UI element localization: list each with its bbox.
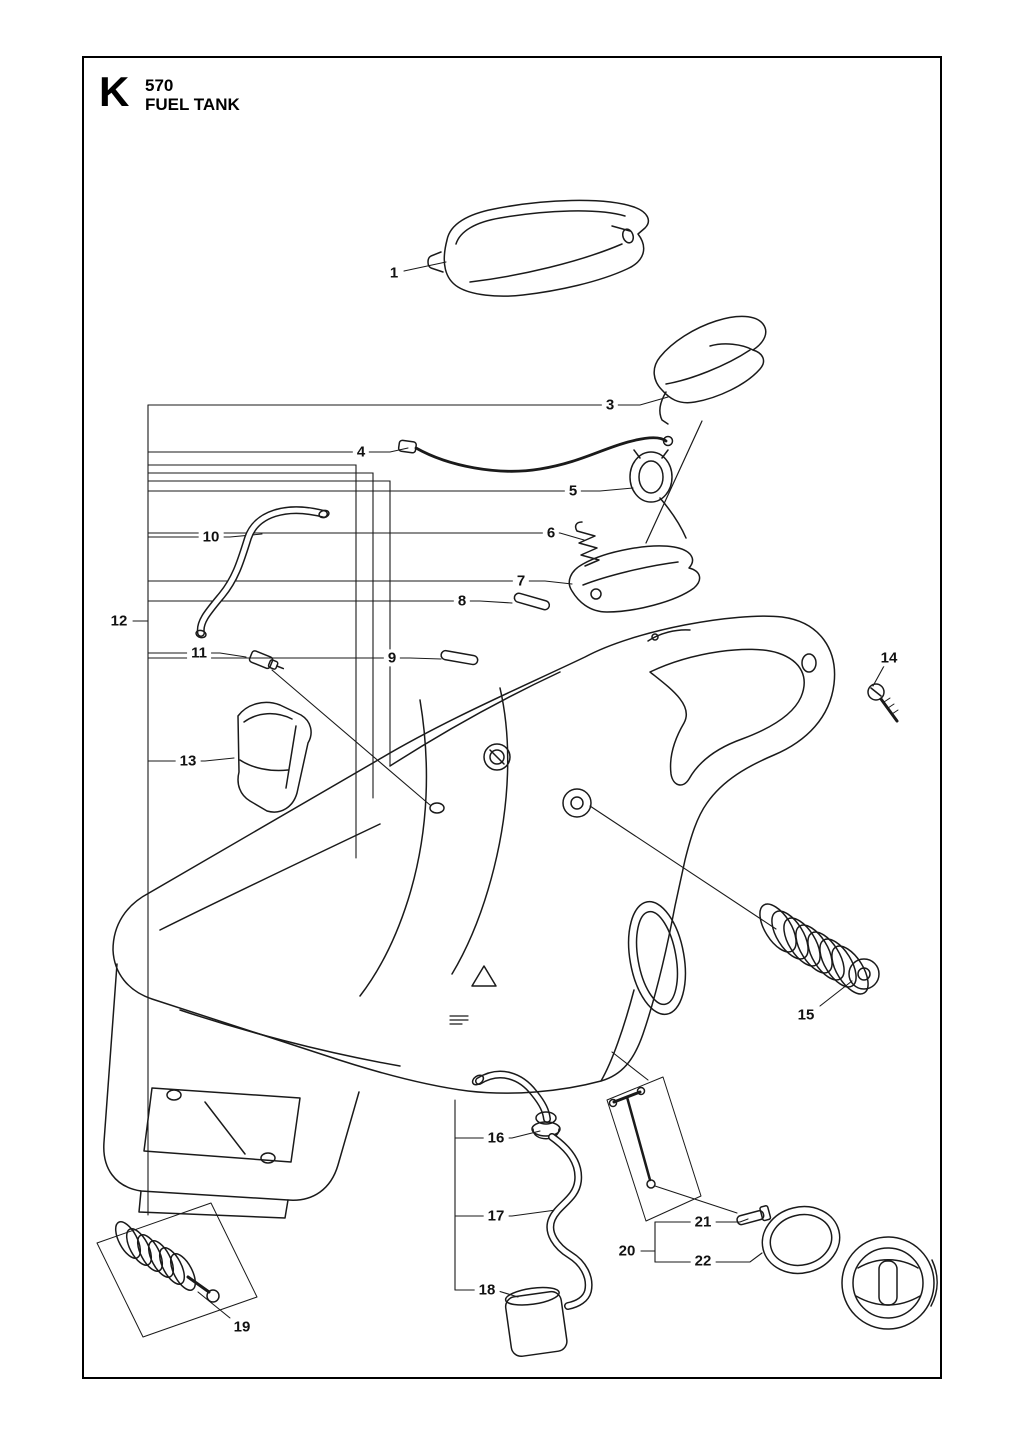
part-label-15: 15 <box>793 1006 819 1024</box>
part-drawing-cap-retainer <box>606 1076 772 1226</box>
part-drawing-throttle-wheel <box>629 449 687 539</box>
part-label-9: 9 <box>383 649 401 667</box>
part-drawing-hose-nipple <box>248 650 285 670</box>
part-drawing-top-cover <box>427 199 650 297</box>
part-label-13: 13 <box>175 752 201 770</box>
parts-art <box>96 199 938 1358</box>
model-number: 570 <box>145 76 174 95</box>
part-drawing-handle-bracket <box>653 315 767 425</box>
part-label-22: 22 <box>690 1252 716 1270</box>
part-label-17: 17 <box>483 1207 509 1225</box>
part-label-10: 10 <box>198 528 224 546</box>
page-border <box>82 56 942 1379</box>
part-drawing-pin-8 <box>513 592 551 611</box>
part-drawing-small-spring <box>574 521 600 567</box>
part-label-3: 3 <box>601 396 619 414</box>
part-drawing-o-ring <box>761 1205 841 1275</box>
part-label-7: 7 <box>512 572 530 590</box>
part-label-18: 18 <box>474 1281 500 1299</box>
part-label-1: 1 <box>385 264 403 282</box>
part-label-16: 16 <box>483 1129 509 1147</box>
diagram-title: FUEL TANK <box>145 95 240 114</box>
part-drawing-spring-screw-19 <box>96 1202 258 1338</box>
part-drawing-throttle-cable <box>397 420 703 544</box>
part-label-11: 11 <box>187 644 211 662</box>
part-drawing-fuel-hose <box>195 506 330 639</box>
part-drawing-fuel-line-assembly <box>471 1070 593 1358</box>
part-label-5: 5 <box>564 482 582 500</box>
part-drawing-fuel-tank-body <box>103 615 836 1219</box>
part-label-12: 12 <box>106 612 132 630</box>
part-label-19: 19 <box>229 1318 255 1336</box>
part-label-4: 4 <box>352 443 370 461</box>
part-label-21: 21 <box>690 1213 716 1231</box>
section-letter: K <box>99 68 130 115</box>
part-drawing-pin-9 <box>440 649 479 666</box>
part-drawing-throttle-trigger <box>568 545 701 613</box>
part-drawing-buffer-cover <box>237 701 312 813</box>
part-drawing-large-spring <box>759 903 880 995</box>
part-drawing-screw-14 <box>867 683 899 723</box>
part-label-14: 14 <box>876 649 902 667</box>
part-drawing-fuel-cap <box>841 1236 938 1330</box>
leader-lines <box>132 261 885 1319</box>
part-label-20: 20 <box>614 1242 640 1260</box>
part-label-6: 6 <box>542 524 560 542</box>
part-label-8: 8 <box>453 592 471 610</box>
